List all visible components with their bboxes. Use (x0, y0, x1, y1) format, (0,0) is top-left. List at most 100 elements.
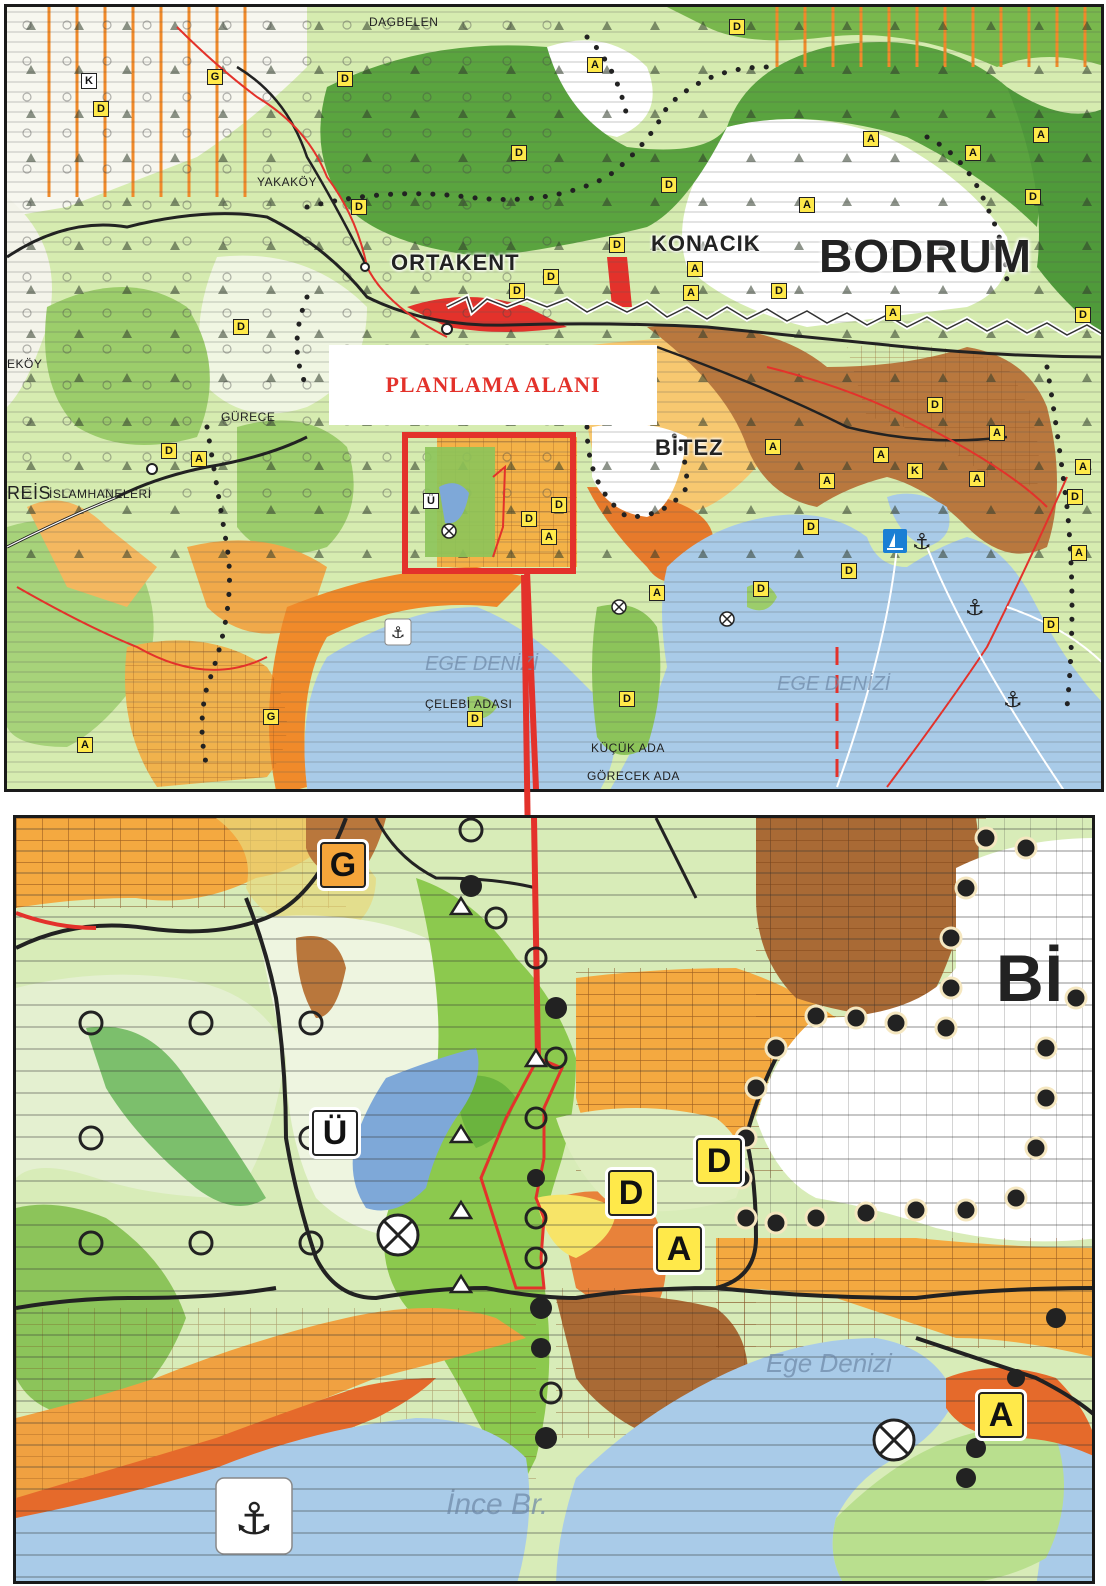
circle-icon-group (78, 818, 568, 1405)
sea-label-2: İnce Br. (446, 1488, 549, 1521)
symbol-d: D (609, 237, 625, 253)
place-konacik: KONACIK (651, 231, 761, 256)
symbol-d: D (1025, 189, 1041, 205)
symbol-d: D (161, 443, 177, 459)
road-top-2 (654, 818, 698, 899)
overview-map: ⚓ ⚓ ⚓ ⚓ (4, 4, 1104, 792)
cross-circle-icon (611, 599, 627, 615)
anchor-icon: ⚓ (965, 596, 985, 621)
symbol-d: D (511, 145, 527, 161)
symbol-d: D (93, 101, 109, 117)
road-north (236, 65, 369, 268)
place-bitez: BİTEZ (655, 435, 724, 460)
cross-circle-icon (441, 523, 457, 539)
symbol-a: A (191, 451, 207, 467)
road-south-west (16, 1286, 277, 1310)
symbol-a: A (587, 57, 603, 73)
triangle-icon (448, 895, 549, 1294)
svg-text:⚓: ⚓ (391, 623, 405, 642)
symbol-a: A (819, 473, 835, 489)
place-ekoy: EKÖY (7, 357, 43, 371)
main-road (7, 212, 1101, 359)
planning-area-frame (402, 432, 576, 574)
road-loop (244, 897, 778, 1301)
dotted-route-east (924, 134, 1010, 290)
road-east (915, 1336, 1092, 1416)
place-kucuk-ada: KÜÇÜK ADA (591, 741, 665, 755)
symbol-d-large: D (696, 1138, 742, 1184)
symbol-k: K (907, 463, 923, 479)
place-gorecek-ada: GÖRECEK ADA (587, 769, 680, 783)
symbol-d: D (233, 319, 249, 335)
road-west-inner (7, 496, 118, 548)
svg-text:⚓: ⚓ (965, 596, 985, 621)
boundary-east (766, 366, 1048, 508)
plan-water (439, 483, 469, 524)
plan-parcel-line (492, 464, 507, 558)
planning-area-label: PLANLAMA ALANI (385, 372, 601, 397)
anchor-icon: ⚓ (384, 618, 412, 646)
symbol-d: D (337, 71, 353, 87)
symbol-a: A (965, 145, 981, 161)
symbol-d-large: D (608, 1170, 654, 1216)
symbol-a: A (1071, 545, 1087, 561)
boundary-sea (886, 476, 1068, 788)
overview-map-graphic: ⚓ ⚓ ⚓ ⚓ (7, 7, 1101, 789)
anchor-icon: ⚓ (215, 1477, 293, 1555)
symbol-a: A (1033, 127, 1049, 143)
symbol-a: A (687, 261, 703, 277)
symbol-d: D (351, 199, 367, 215)
dot-icon (146, 262, 453, 475)
symbol-a: A (799, 197, 815, 213)
symbol-a: A (541, 529, 557, 545)
planning-area-label-box: PLANLAMA ALANI (329, 345, 657, 425)
sea-label-1: Ege Denizi (766, 1348, 892, 1378)
sea-label-west: EGE DENİZİ (425, 653, 539, 675)
symbol-a: A (885, 305, 901, 321)
symbol-d: D (467, 711, 483, 727)
cross-circle-icon (376, 1213, 420, 1257)
zigzag-route (446, 295, 1101, 336)
symbol-a: A (873, 447, 889, 463)
place-bitez-partial: Bİ (996, 941, 1064, 1015)
detail-map: ⚓ Bİ Ege Denizi İnce Br. G Ü D D A A (13, 815, 1095, 1584)
symbol-d: D (803, 519, 819, 535)
sea-label-east: EGE DENİZİ (777, 673, 891, 695)
symbol-a: A (1075, 459, 1091, 475)
symbol-a: A (969, 471, 985, 487)
symbol-a: A (989, 425, 1005, 441)
dotted-route-west (199, 424, 232, 770)
cross-circle-icon (872, 1418, 916, 1462)
road-south-east (715, 1286, 1092, 1301)
road-bodrum (656, 345, 1008, 442)
symbol-u-large: Ü (312, 1110, 358, 1156)
symbol-d: D (1067, 489, 1083, 505)
symbol-a-large: A (978, 1392, 1024, 1438)
symbol-d: D (753, 581, 769, 597)
place-celebi-adasi: ÇELEBİ ADASI (425, 697, 513, 711)
dotted-route-n2 (584, 34, 630, 120)
symbol-d: D (927, 397, 943, 413)
place-gurece: GÜRECE (221, 410, 276, 424)
place-reis: REİS (7, 483, 52, 503)
place-yakakoy: YAKAKÖY (257, 175, 317, 189)
symbol-a: A (683, 285, 699, 301)
cross-circle-icon (719, 611, 735, 627)
symbol-d: D (1043, 617, 1059, 633)
symbol-g-large: G (320, 842, 366, 888)
symbol-a: A (77, 737, 93, 753)
symbol-a: A (649, 585, 665, 601)
place-ortakent: ORTAKENT (391, 250, 520, 275)
symbol-d: D (771, 283, 787, 299)
symbol-u: Ü (423, 493, 439, 509)
symbol-d: D (729, 19, 745, 35)
boundary-west (16, 586, 268, 671)
anchor-icon: ⚓ (912, 530, 932, 555)
ferry-line-3 (1006, 606, 1101, 663)
detail-map-graphic: ⚓ (16, 818, 1092, 1581)
symbol-d: D (543, 269, 559, 285)
symbol-k: K (81, 73, 97, 89)
svg-text:⚓: ⚓ (234, 1494, 273, 1545)
symbol-d: D (509, 283, 525, 299)
place-dagbelen: DAGBELEN (369, 15, 439, 29)
